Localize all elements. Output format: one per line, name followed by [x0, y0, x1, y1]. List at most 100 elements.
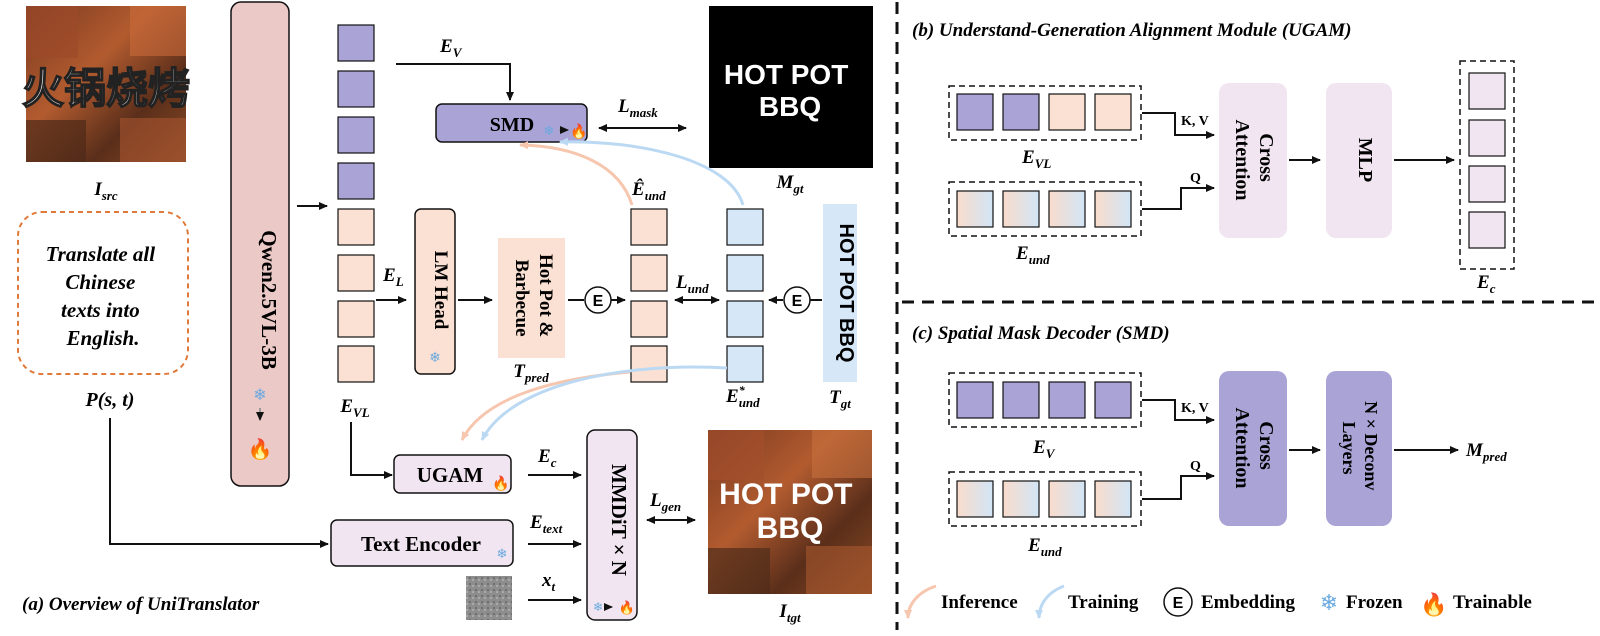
smd-deconv-label: N × Deconv Layers — [1339, 401, 1381, 495]
noise-latent — [466, 576, 512, 620]
eund-hat-token — [630, 254, 668, 292]
ev-to-smd-arrow — [396, 63, 514, 101]
training-arrow-ugam — [480, 365, 728, 441]
smd-eund-token — [1002, 480, 1040, 518]
inference-arrow-smd — [519, 141, 634, 206]
prompt-to-text-encoder-arrow — [109, 418, 329, 548]
mask-gt-image — [709, 6, 873, 168]
legend-trainable-label: Trainable — [1453, 592, 1532, 613]
tpred-text: Hot Pot & Barbecue — [511, 254, 556, 342]
legend-training-label: Training — [1068, 592, 1139, 613]
ugam-ec-group — [1459, 60, 1515, 270]
legend-embedding-label: Embedding — [1201, 592, 1295, 613]
tgt-text: HOT POT BBQ — [835, 224, 857, 363]
eund-star-column — [726, 208, 764, 383]
smd-frozen-icon: ❄ — [544, 123, 555, 138]
mmdit-block — [586, 429, 638, 621]
panel-b-title: (b) Understand-Generation Alignment Modu… — [912, 20, 1352, 41]
eund-star-token — [726, 345, 764, 383]
lm-head-block — [414, 208, 456, 375]
evl-token-visual — [337, 24, 375, 62]
ugam-ec-token — [1468, 211, 1506, 249]
panel-c-title: (c) Spatial Mask Decoder (SMD) — [912, 323, 1170, 344]
evl-token-text — [337, 345, 375, 383]
smd-eund-label: Eund — [1027, 535, 1062, 559]
evl-token-visual — [337, 70, 375, 108]
eund-star-token — [726, 254, 764, 292]
target-image-label: Itgt — [778, 601, 801, 625]
smd-kv-arrow — [1142, 399, 1215, 424]
ugam-ec-token — [1468, 165, 1506, 203]
target-image: HOT POT BBQ — [708, 430, 872, 594]
smd-ev-group — [948, 372, 1142, 428]
ugam-ec-token — [1468, 119, 1506, 157]
ugam-block — [393, 454, 512, 494]
ugam-cross-attention-label: Cross Attention — [1231, 119, 1277, 200]
tpred-label: Tpred — [513, 361, 549, 385]
eund-star-token — [726, 208, 764, 246]
ugam-eund-token — [956, 190, 994, 228]
eund-star-token — [726, 300, 764, 338]
target-image-text: HOT POT BBQ — [719, 478, 861, 545]
el-label: EL — [382, 265, 404, 289]
eund-hat-token — [630, 345, 668, 383]
eund-star-label: E*und — [725, 383, 760, 410]
qwen-label: Qwen2.5VL-3B — [257, 230, 281, 369]
evl-token-visual — [337, 162, 375, 200]
panel-a: 火锅烧烤 Isrc Translate all Chinese texts in… — [17, 1, 873, 625]
smd-eund-group — [948, 471, 1142, 527]
smd-q-arrow — [1142, 472, 1215, 500]
smd-deconv-block — [1326, 371, 1392, 526]
ec-label: Ec — [537, 446, 557, 470]
smd-block — [435, 103, 588, 143]
smd-mpred-label: Mpred — [1465, 440, 1507, 464]
ugam-eund-token — [1094, 190, 1132, 228]
text-encoder-label: Text Encoder — [361, 532, 481, 556]
ugam-q-label: Q — [1190, 171, 1201, 186]
ugam-mlp-block — [1326, 83, 1392, 238]
lund-label: Lund — [675, 272, 709, 296]
ugam-evl-group — [948, 85, 1142, 141]
prompt-box — [17, 211, 189, 375]
qwen-frozen-icon: ❄ — [253, 387, 266, 404]
embed-symbol-gt: E — [792, 293, 803, 310]
evl-token-text — [337, 208, 375, 246]
evl-label: EVL — [339, 396, 369, 420]
lgen-label: Lgen — [649, 490, 681, 514]
legend: Inference Training E Embedding ❄ Frozen … — [904, 584, 1532, 619]
smd-ev-label: EV — [1032, 437, 1056, 461]
ugam-ec-label: Ec — [1476, 272, 1496, 296]
legend-training-icon — [1035, 584, 1065, 619]
training-arrow-smd — [559, 137, 745, 206]
evl-token-text — [337, 254, 375, 292]
tpred-box — [498, 238, 565, 358]
smd-q-label: Q — [1190, 459, 1201, 474]
ugam-evl-token — [956, 93, 994, 131]
tgt-label: Tgt — [829, 387, 851, 411]
evl-token-text — [337, 300, 375, 338]
ugam-mlp-label: MLP — [1354, 138, 1376, 182]
ugam-trainable-icon: 🔥 — [492, 475, 509, 492]
evl-token-visual — [337, 116, 375, 154]
smd-eund-token — [1048, 480, 1086, 518]
smd-eund-token — [956, 480, 994, 518]
xt-label: xt — [541, 570, 556, 594]
eund-hat-token — [630, 208, 668, 246]
ugam-q-arrow — [1142, 184, 1215, 210]
panel-b: (b) Understand-Generation Alignment Modu… — [912, 20, 1515, 296]
text-encoder-frozen-icon: ❄ — [497, 546, 508, 561]
mmdit-trainable-icon: 🔥 — [619, 600, 635, 615]
panel-a-caption: (a) Overview of UniTranslator — [22, 594, 260, 615]
smd-cross-attention-label: Cross Attention — [1231, 407, 1277, 488]
embed-symbol-pred: E — [593, 293, 604, 310]
smd-cross-attention-block — [1219, 371, 1287, 526]
smd-ev-token — [1048, 381, 1086, 419]
ugam-ec-token — [1468, 72, 1506, 110]
legend-inference-label: Inference — [941, 592, 1018, 613]
prompt-label: P(s, t) — [85, 389, 135, 411]
ugam-eund-group — [948, 181, 1142, 237]
ugam-evl-token — [1094, 93, 1132, 131]
prompt-text: Translate all Chinese texts into English… — [46, 242, 161, 350]
source-image-label: Isrc — [93, 179, 118, 203]
